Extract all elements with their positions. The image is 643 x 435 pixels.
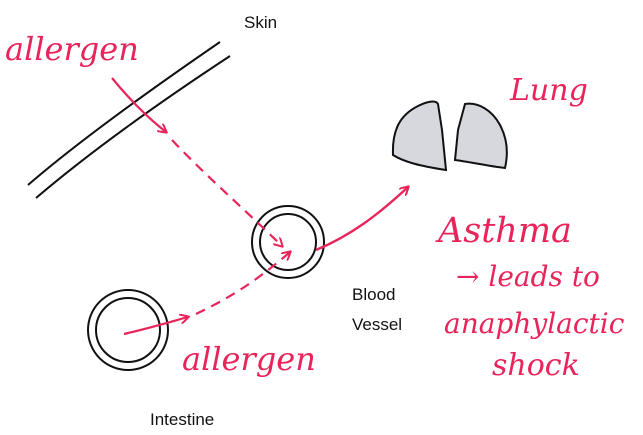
arrow-intestine-to-vessel-dashed [196, 252, 290, 314]
allergen-skin-annotation: allergen [5, 30, 139, 68]
allergen-intestine-annotation: allergen [182, 340, 316, 378]
intestine-icon [88, 290, 168, 370]
lungs-icon [393, 102, 507, 170]
blood-vessel-icon [252, 206, 324, 278]
anaphylactic-annotation: anaphylactic [444, 307, 625, 340]
arrow-skin-to-vessel-dashed [172, 140, 282, 246]
blood-vessel-label-line2: Vessel [352, 315, 402, 334]
lung-annotation: Lung [509, 73, 588, 108]
leads-to-annotation: → leads to [456, 260, 600, 293]
skin-label: Skin [244, 13, 277, 32]
blood-vessel-label-line1: Blood [352, 285, 395, 304]
arrow-intestine-entry [124, 317, 188, 334]
intestine-label: Intestine [150, 410, 214, 429]
asthma-annotation: Asthma [435, 211, 572, 251]
arrow-vessel-to-lung [316, 187, 408, 250]
shock-annotation: shock [492, 348, 580, 383]
